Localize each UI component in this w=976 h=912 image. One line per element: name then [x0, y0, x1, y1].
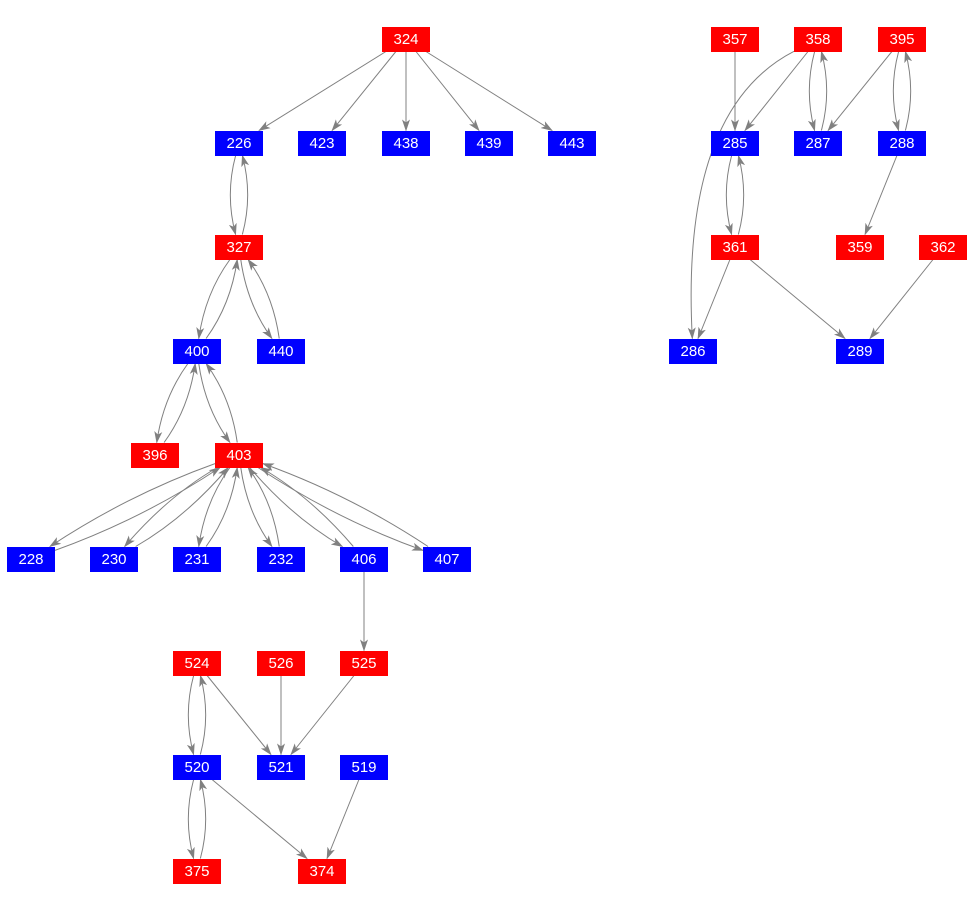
edge-395-to-288 [891, 51, 900, 132]
edge-362-to-289 [869, 259, 934, 340]
edge-324-to-443 [425, 51, 553, 132]
node-289[interactable]: 289 [836, 338, 884, 364]
edge-524-to-520 [186, 675, 195, 756]
edge-407-to-403 [262, 463, 429, 547]
edge-400-to-396 [154, 363, 189, 444]
node-288[interactable]: 288 [878, 130, 926, 156]
node-357[interactable]: 357 [711, 26, 759, 52]
node-396[interactable]: 396 [131, 442, 179, 468]
node-324[interactable]: 324 [382, 26, 430, 52]
node-524[interactable]: 524 [173, 650, 221, 676]
edge-440-to-327 [247, 258, 280, 339]
edge-288-to-359 [864, 155, 898, 236]
edge-396-to-400 [163, 362, 198, 443]
edge-358-to-287 [807, 51, 816, 132]
edge-403-to-230 [124, 467, 218, 548]
edge-403-to-231 [196, 467, 231, 548]
edge-403-to-232 [240, 467, 273, 548]
node-286[interactable]: 286 [669, 338, 717, 364]
node-525[interactable]: 525 [340, 650, 388, 676]
node-407[interactable]: 407 [423, 546, 471, 572]
edge-406-to-403 [259, 466, 354, 547]
edge-520-to-524 [199, 674, 208, 755]
edge-400-to-327 [205, 258, 240, 339]
edge-358-to-285 [744, 51, 809, 132]
edge-231-to-403 [205, 466, 240, 547]
node-226[interactable]: 226 [215, 130, 263, 156]
edge-226-to-327 [228, 155, 237, 236]
node-443[interactable]: 443 [548, 130, 596, 156]
node-439[interactable]: 439 [465, 130, 513, 156]
edge-324-to-226 [258, 51, 387, 132]
node-327[interactable]: 327 [215, 234, 263, 260]
edge-525-to-521 [290, 675, 355, 756]
edge-403-to-406 [249, 467, 344, 548]
node-395[interactable]: 395 [878, 26, 926, 52]
node-361[interactable]: 361 [711, 234, 759, 260]
edge-327-to-440 [240, 259, 273, 340]
edge-327-to-226 [241, 154, 250, 235]
node-358[interactable]: 358 [794, 26, 842, 52]
node-231[interactable]: 231 [173, 546, 221, 572]
edge-361-to-289 [749, 259, 846, 340]
node-287[interactable]: 287 [794, 130, 842, 156]
node-362[interactable]: 362 [919, 234, 967, 260]
edge-395-to-287 [827, 51, 893, 132]
node-285[interactable]: 285 [711, 130, 759, 156]
edge-403-to-407 [257, 467, 424, 551]
node-232[interactable]: 232 [257, 546, 305, 572]
node-423[interactable]: 423 [298, 130, 346, 156]
edge-228-to-403 [54, 466, 221, 551]
node-374[interactable]: 374 [298, 858, 346, 884]
edge-324-to-423 [331, 51, 397, 132]
node-400[interactable]: 400 [173, 338, 221, 364]
edge-232-to-403 [247, 466, 280, 547]
edge-327-to-400 [196, 259, 231, 340]
node-526[interactable]: 526 [257, 650, 305, 676]
edge-400-to-403 [198, 363, 231, 444]
edge-519-to-374 [326, 779, 360, 860]
edge-361-to-286 [697, 259, 731, 340]
node-521[interactable]: 521 [257, 754, 305, 780]
edge-403-to-228 [49, 463, 216, 548]
edge-375-to-520 [199, 778, 208, 859]
edge-403-to-400 [205, 362, 238, 443]
edge-285-to-361 [724, 155, 733, 236]
node-228[interactable]: 228 [7, 546, 55, 572]
edge-361-to-285 [737, 154, 746, 235]
node-438[interactable]: 438 [382, 130, 430, 156]
edge-287-to-358 [820, 50, 829, 131]
edge-230-to-403 [135, 466, 229, 547]
node-375[interactable]: 375 [173, 858, 221, 884]
edge-288-to-395 [904, 50, 913, 131]
node-230[interactable]: 230 [90, 546, 138, 572]
edge-324-to-439 [415, 51, 480, 132]
node-519[interactable]: 519 [340, 754, 388, 780]
edge-520-to-375 [186, 779, 195, 860]
node-406[interactable]: 406 [340, 546, 388, 572]
node-359[interactable]: 359 [836, 234, 884, 260]
node-440[interactable]: 440 [257, 338, 305, 364]
edge-524-to-521 [206, 675, 272, 756]
edge-520-to-374 [211, 779, 308, 860]
node-403[interactable]: 403 [215, 442, 263, 468]
edge-358-to-286 [687, 50, 795, 340]
node-520[interactable]: 520 [173, 754, 221, 780]
